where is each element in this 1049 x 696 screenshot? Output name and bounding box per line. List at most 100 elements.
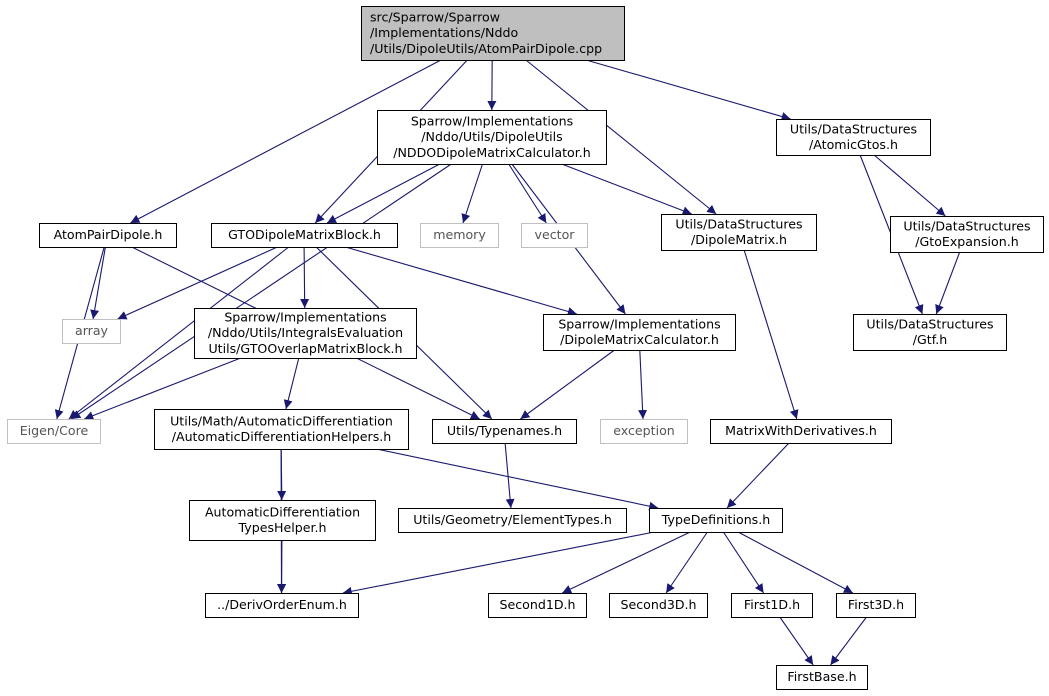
node-box [776, 665, 868, 690]
edge-root-to-atompairdipole_h [130, 59, 442, 224]
edge-nddo_calc-to-gto_block [326, 163, 441, 224]
node-dipole-matrix[interactable]: Utils/DataStructures/DipoleMatrix.h [661, 214, 817, 251]
edge-line [117, 246, 278, 320]
edge-line [525, 59, 717, 215]
edge-line [830, 616, 867, 666]
node-box [7, 419, 101, 444]
edge-dipole_calc-to-typenames [520, 349, 615, 420]
node-label-line: /GtoExpansion.h [915, 234, 1018, 249]
node-box [361, 6, 625, 61]
node-gto-expansion[interactable]: Utils/DataStructures/GtoExpansion.h [890, 216, 1044, 253]
node-label-line: Eigen/Core [20, 423, 89, 438]
edge-dipole_calc-to-exception [638, 349, 648, 420]
node-box [609, 593, 708, 618]
node-label-line: exception [613, 423, 675, 438]
node-first1d[interactable]: First1D.h [731, 593, 813, 618]
edge-type_defs-to-first3d [737, 531, 854, 594]
edge-line [638, 349, 648, 420]
edge-line [504, 442, 515, 509]
node-array[interactable]: array [62, 319, 121, 344]
node-nddo-calc[interactable]: Sparrow/Implementations/Nddo/Utils/Dipol… [377, 110, 607, 165]
node-firstbase[interactable]: FirstBase.h [776, 665, 868, 690]
node-label-line: ../DerivOrderEnum.h [217, 597, 347, 612]
node-dipole-calc[interactable]: Sparrow/Implementations/DipoleMatrixCalc… [543, 314, 736, 351]
edge-type_defs-to-deriv_enum [342, 531, 655, 596]
node-type-defs[interactable]: TypeDefinitions.h [649, 508, 783, 533]
node-label-line: AtomPairDipole.h [54, 227, 163, 242]
node-box [432, 419, 577, 444]
edge-atompairdipole_h-to-array [90, 246, 106, 320]
edge-first3d-to-firstbase [830, 616, 867, 666]
node-box [710, 419, 892, 444]
node-box [649, 508, 783, 533]
edge-line [520, 349, 615, 420]
node-box [398, 508, 627, 533]
node-memory[interactable]: memory [420, 223, 499, 248]
edge-atomic_gtos-to-gto_expansion [873, 154, 946, 217]
node-deriv-enum[interactable]: ../DerivOrderEnum.h [205, 593, 359, 618]
edge-line [68, 246, 290, 420]
edge-typenames-to-element_types [504, 442, 515, 509]
node-label-line: /Utils/DipoleUtils/AtomPairDipole.cpp [370, 41, 602, 56]
edge-gto_block-to-array [117, 246, 278, 320]
node-box [189, 500, 376, 541]
node-box [600, 419, 688, 444]
node-box [890, 216, 1044, 253]
node-label-line: array [75, 323, 109, 338]
edge-gto_block-to-overlap_block [300, 246, 310, 309]
edge-dipole_matrix-to-matrix_derivs [743, 249, 799, 420]
node-label-line: First1D.h [744, 597, 800, 612]
node-exception[interactable]: exception [600, 419, 688, 444]
node-label-line: Utils/DataStructures [903, 218, 1030, 233]
node-box [205, 593, 359, 618]
edge-line [873, 154, 946, 217]
node-second1d[interactable]: Second1D.h [488, 593, 587, 618]
node-box [543, 314, 736, 351]
edge-line [71, 163, 452, 420]
node-first3d[interactable]: First3D.h [836, 593, 916, 618]
edge-nddo_calc-to-dipole_matrix [561, 163, 692, 215]
node-label-line: /NDDODipoleMatrixCalculator.h [393, 145, 591, 160]
edge-line [345, 246, 577, 316]
edge-nddo_calc-to-vector [508, 163, 547, 224]
node-gto-block[interactable]: GTODipoleMatrixBlock.h [211, 223, 398, 248]
node-autodiff-helpers[interactable]: Utils/Math/AutomaticDifferentiation/Auto… [154, 409, 409, 450]
node-root: src/Sparrow/Sparrow/Implementations/Nddo… [361, 6, 625, 61]
node-atompairdipole-h[interactable]: AtomPairDipole.h [39, 223, 177, 248]
node-label-line: Utils/DataStructures [866, 316, 993, 331]
node-second3d[interactable]: Second3D.h [609, 593, 708, 618]
node-label-line: Utils/Typenames.h [447, 423, 562, 438]
edge-type_defs-to-second1d [561, 531, 691, 594]
node-atomic-gtos[interactable]: Utils/DataStructures/AtomicGtos.h [776, 119, 931, 156]
node-eigen[interactable]: Eigen/Core [7, 419, 101, 444]
edge-line [90, 246, 106, 320]
node-box [194, 308, 417, 359]
edge-line [737, 531, 854, 594]
node-box [853, 314, 1007, 351]
node-label-line: /DipoleMatrixCalculator.h [560, 332, 719, 347]
node-label-line: First3D.h [848, 597, 904, 612]
node-label-line: /Nddo/Utils/DipoleUtils [421, 129, 562, 144]
edge-line [779, 616, 814, 666]
node-vector[interactable]: vector [521, 223, 588, 248]
node-label-line: Utils/Math/AutomaticDifferentiation [170, 413, 393, 428]
edge-overlap_block-to-autodiff_helpers [283, 357, 300, 410]
edge-root-to-dipole_matrix [525, 59, 717, 215]
node-element-types[interactable]: Utils/Geometry/ElementTypes.h [398, 508, 627, 533]
node-gtf[interactable]: Utils/DataStructures/Gtf.h [853, 314, 1007, 351]
edge-line [84, 357, 241, 420]
node-overlap-block[interactable]: Sparrow/Implementations/Nddo/Utils/Integ… [194, 308, 417, 359]
edge-line [342, 531, 655, 596]
node-matrix-derivs[interactable]: MatrixWithDerivatives.h [710, 419, 892, 444]
edge-line [283, 357, 300, 410]
node-typenames[interactable]: Utils/Typenames.h [432, 419, 577, 444]
node-label-line: GTODipoleMatrixBlock.h [228, 227, 381, 242]
edge-line [665, 531, 708, 594]
edge-line [326, 163, 441, 224]
edge-line [130, 59, 442, 224]
edge-line [376, 448, 659, 511]
header-nodes: src/Sparrow/Sparrow/Implementations/Nddo… [7, 6, 1044, 690]
edge-line [935, 251, 961, 315]
